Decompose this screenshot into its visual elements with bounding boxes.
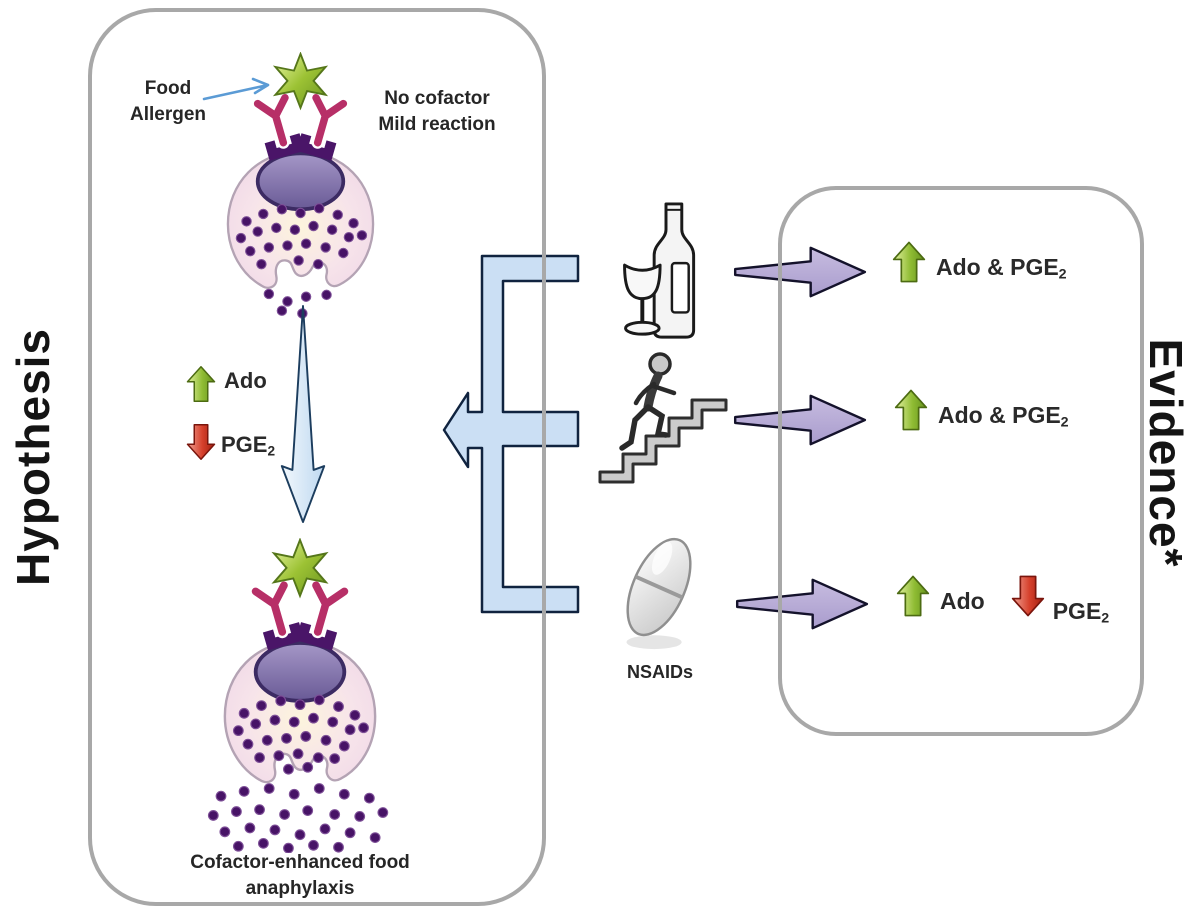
progression-arrow-icon [280, 305, 326, 523]
ige-antibody-right [296, 91, 350, 161]
evidence-row-label: Ado & PGE2 [936, 254, 1067, 283]
food-allergen-line2: Allergen [129, 103, 207, 125]
outcome-caption: Cofactor-enhanced food anaphylaxis [175, 850, 425, 901]
evidence-row-exercise: Ado & PGE2 [894, 386, 1069, 434]
ado-up-label: Ado [224, 368, 267, 394]
evidence-row-down-label: PGE2 [1053, 598, 1110, 627]
mast-cell-resting-illustration [226, 52, 375, 319]
ige-antibody-right [295, 579, 351, 651]
outcome-line2: anaphylaxis [245, 877, 355, 899]
granules [232, 694, 369, 775]
row-text: Ado [940, 588, 985, 614]
up-arrow-icon [896, 575, 930, 617]
evidence-arrow-nsaid-icon [735, 578, 869, 630]
no-cofactor-line2: Mild reaction [378, 113, 496, 135]
hypothesis-title: Hypothesis [7, 328, 59, 586]
pge-sub: 2 [267, 443, 276, 459]
pge2-down-arrow-icon [186, 424, 216, 460]
allergen-pointer-arrow-icon [202, 77, 270, 101]
outcome-line1: Cofactor-enhanced food [190, 852, 410, 873]
pill-shadow [626, 635, 682, 650]
exercise-stairs-icon [598, 352, 728, 484]
up-arrow-icon [892, 241, 926, 283]
climbing-person [619, 352, 677, 451]
allergen-star-icon [271, 538, 329, 599]
no-cofactor-label: No cofactor Mild reaction [372, 86, 502, 137]
down-arrow-icon [1011, 575, 1044, 617]
evidence-row-alcohol: Ado & PGE2 [892, 238, 1067, 286]
released-granules [263, 288, 332, 319]
ado-text: Ado [224, 368, 267, 393]
evidence-row-nsaid: Ado PGE2 [896, 572, 1109, 627]
cell-nucleus [255, 151, 346, 212]
evidence-row-label: Ado & PGE2 [938, 402, 1069, 431]
row-text: PGE [1052, 598, 1102, 624]
pge2-down-label: PGE2 [221, 432, 275, 458]
row-text: Ado & PGE [936, 254, 1059, 280]
stairs-shape [598, 398, 728, 484]
evidence-row-up-label: Ado [940, 588, 985, 615]
evidence-arrow-alcohol-icon [733, 246, 867, 298]
ige-antibody-left [249, 579, 305, 651]
granules [235, 203, 368, 270]
ige-antibody-left [251, 91, 305, 161]
food-allergen-line1: Food [144, 78, 192, 99]
nsaids-label: NSAIDs [626, 662, 693, 682]
mast-cell-degranulating-illustration [207, 538, 389, 853]
alcohol-wine-icon [623, 202, 696, 339]
row-sub: 2 [1060, 414, 1069, 431]
row-text: Ado & PGE [938, 402, 1061, 428]
row-sub: 2 [1101, 610, 1110, 627]
cofactor-bracket-arrow-icon [442, 254, 580, 614]
no-cofactor-line1: No cofactor [384, 88, 490, 109]
food-allergen-label: Food Allergen [118, 76, 218, 127]
up-arrow-icon [894, 389, 928, 431]
nsaid-pill-icon [626, 537, 692, 650]
released-granule-spray [207, 783, 389, 853]
pge-text: PGE [221, 432, 268, 457]
cell-nucleus [253, 641, 347, 703]
evidence-title: Evidence* [1140, 338, 1192, 568]
row-sub: 2 [1058, 266, 1067, 283]
evidence-arrow-exercise-icon [733, 394, 867, 446]
ado-up-arrow-icon [186, 366, 216, 402]
allergen-star-icon [272, 52, 329, 111]
